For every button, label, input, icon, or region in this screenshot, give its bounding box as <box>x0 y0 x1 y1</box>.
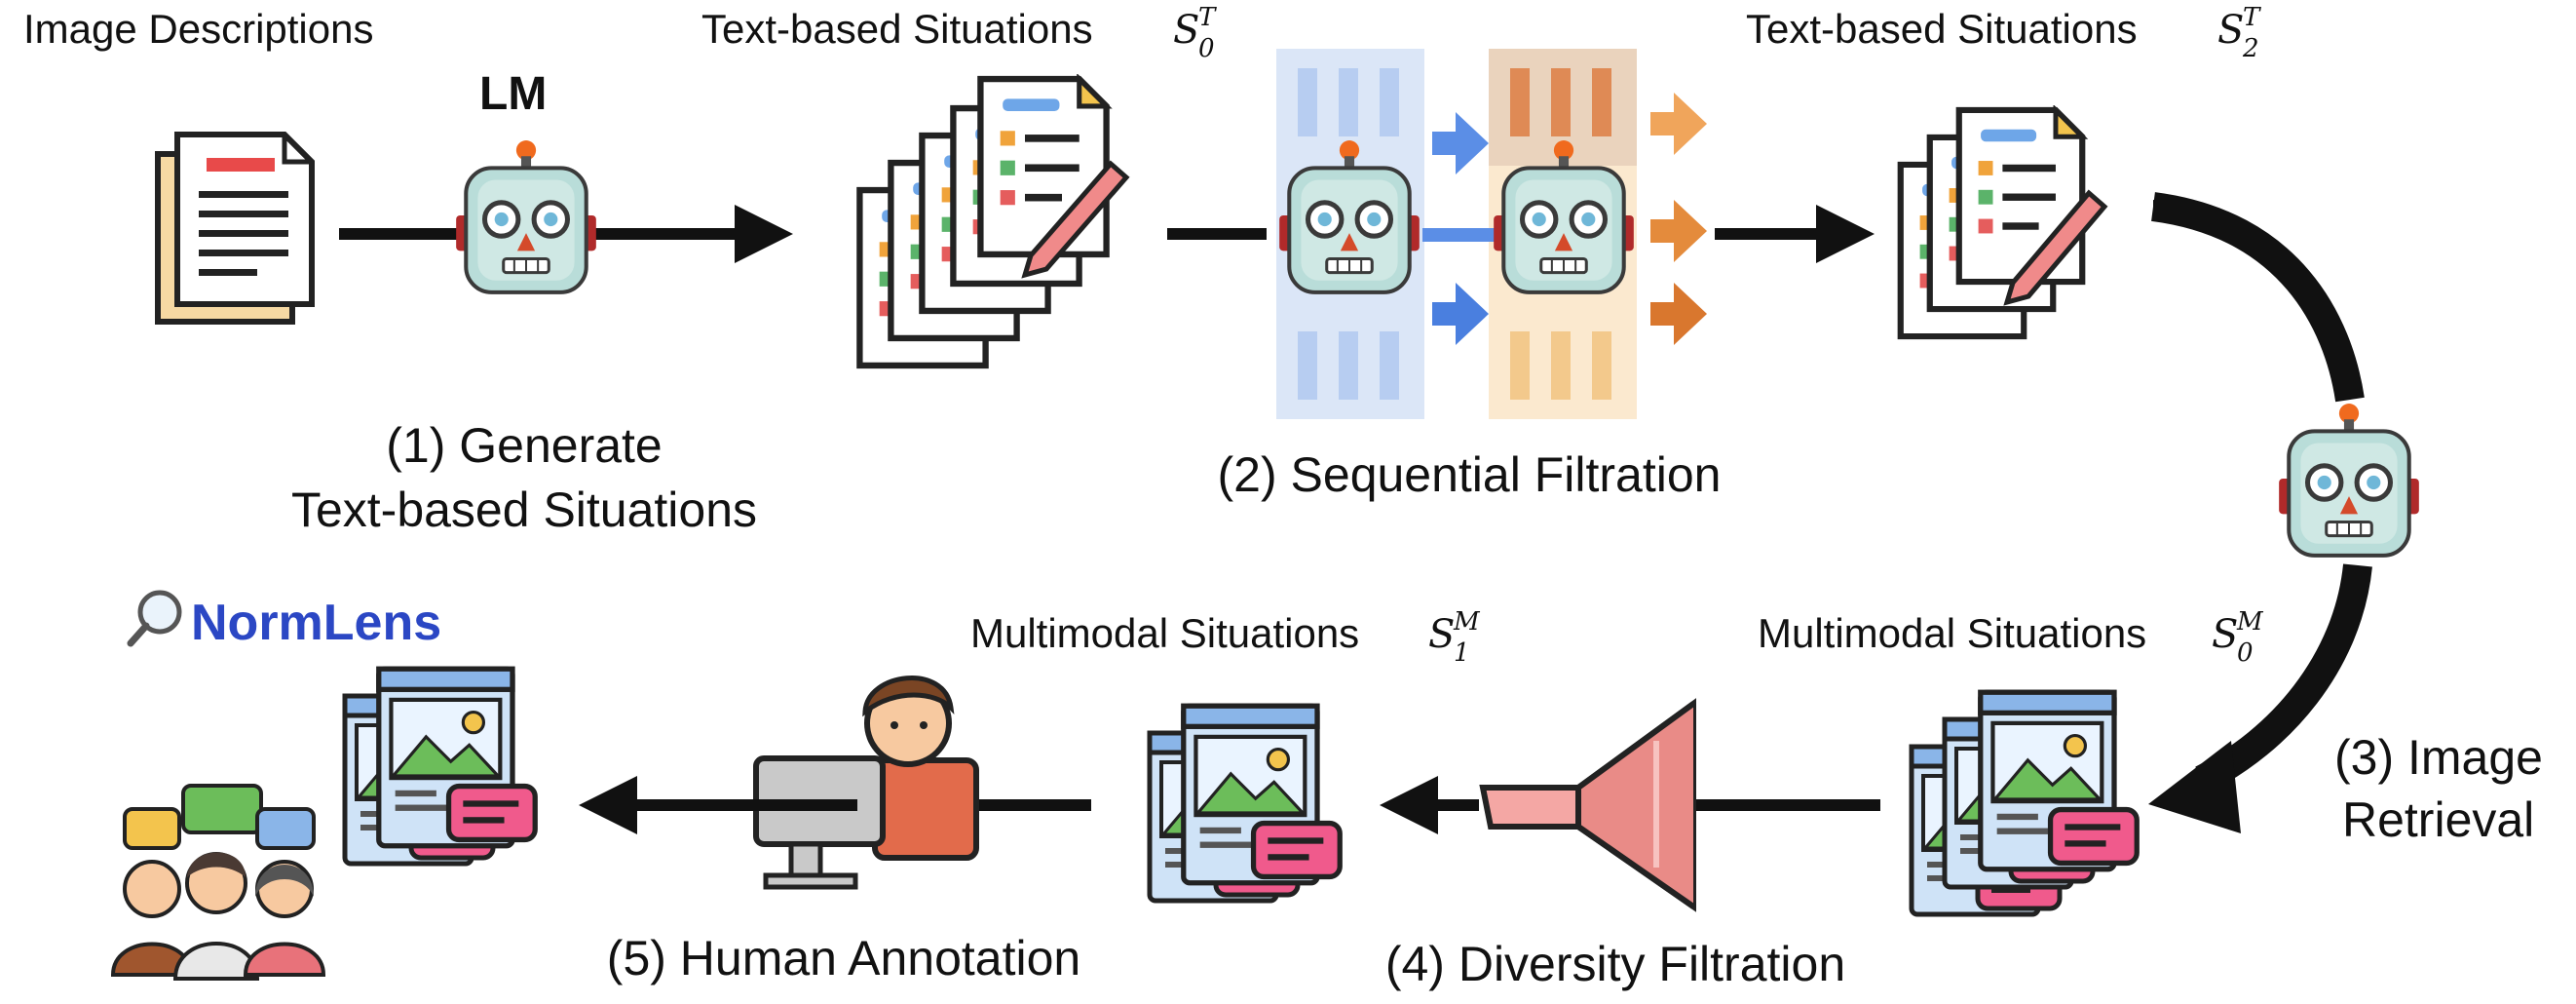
s0t-sup: T <box>1198 3 1217 32</box>
step-4-label: (4) Diversity Filtration <box>1385 937 1845 991</box>
multimodal-card-icon <box>1912 692 2137 914</box>
text-situations-label-1: Text-based Situations <box>701 6 1093 52</box>
magnifier-icon <box>137 590 182 635</box>
s0t-base: S <box>1173 8 1199 53</box>
curve-arrowhead <box>2148 741 2241 833</box>
s0m-base: S <box>2212 612 2238 657</box>
funnel-icon <box>1479 698 1696 912</box>
s1m-sub: 1 <box>1454 638 1470 668</box>
annotator-at-computer-icon <box>753 676 979 890</box>
s0m-sub: 0 <box>2237 638 2254 668</box>
people-group-icon <box>110 784 326 981</box>
step-5-label: (5) Human Annotation <box>607 931 1080 985</box>
checklist-stack-icon <box>859 79 1130 366</box>
text-situations-label-2: Text-based Situations <box>1746 6 2138 52</box>
multimodal-situations-label-2: Multimodal Situations <box>1758 610 2146 656</box>
document-stack-icon <box>155 132 315 325</box>
checklist-stack-icon <box>1901 110 2108 336</box>
normlens-title: NormLens <box>191 595 441 651</box>
multimodal-card-icon <box>345 669 535 864</box>
s1m-sup: M <box>1453 607 1481 637</box>
s0t-sub: 0 <box>1198 34 1215 63</box>
multimodal-card-icon <box>1150 706 1340 901</box>
step-3-line1: (3) Image <box>2334 730 2543 785</box>
step-1-line2: Text-based Situations <box>291 483 757 537</box>
lm-label: LM <box>479 68 547 120</box>
s1m-label: Multimodal Situations S 1 M <box>970 607 1481 668</box>
s0m-label: Multimodal Situations S 0 M <box>1758 607 2264 668</box>
s0t-label: Text-based Situations S 0 T <box>701 3 1217 63</box>
s2t-sup: T <box>2243 3 2261 32</box>
robot-icon <box>456 140 596 292</box>
image-descriptions-label: Image Descriptions <box>23 6 373 52</box>
s1m-base: S <box>1428 612 1455 657</box>
normlens-brand: NormLens <box>127 590 441 651</box>
step-2-label: (2) Sequential Filtration <box>1218 447 1722 502</box>
s2t-label: Text-based Situations S 2 T <box>1746 3 2261 63</box>
step-1-line1: (1) Generate <box>386 418 662 473</box>
step-3-line2: Retrieval <box>2342 792 2534 847</box>
s0m-sup: M <box>2236 607 2264 637</box>
curve-top <box>2150 192 2365 403</box>
robot-icon <box>2279 404 2419 556</box>
s2t-base: S <box>2217 8 2244 53</box>
s2t-sub: 2 <box>2242 34 2259 63</box>
multimodal-situations-label-1: Multimodal Situations <box>970 610 1359 656</box>
